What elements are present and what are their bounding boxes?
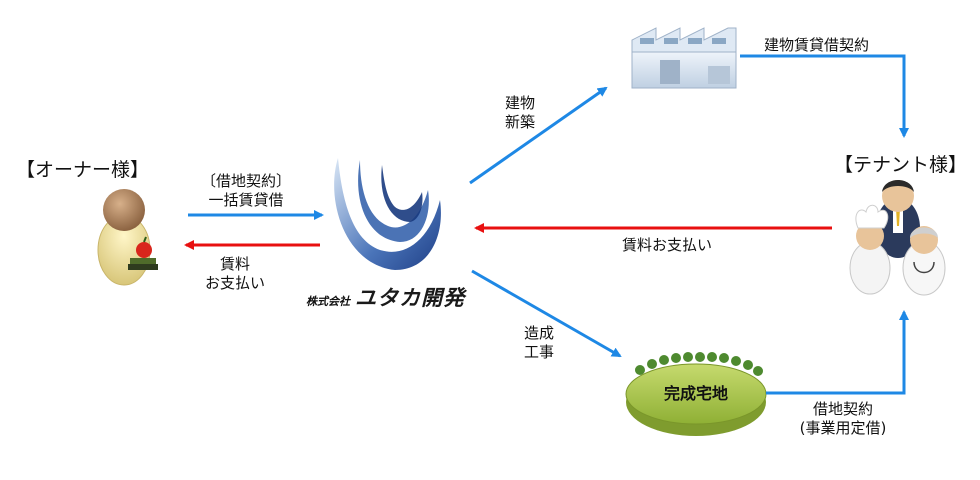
- build-label: 建物 新築: [505, 94, 535, 132]
- build-line2: 新築: [505, 113, 536, 131]
- company-title: ユタカ開発: [355, 286, 466, 310]
- tenant-rent-label: 賃料お支払い: [622, 236, 713, 254]
- lease-contract-label: 〔借地契約〕 一括賃貸借: [184, 172, 308, 210]
- construction-label: 造成 工事: [524, 324, 554, 362]
- lease-subtitle: 一括賃貸借: [208, 191, 284, 209]
- owner-rent-line2: お支払い: [204, 274, 265, 292]
- company-name: 株式会社 ユタカ開発: [306, 282, 465, 312]
- building-lease-label: 建物賃貸借契約: [764, 36, 870, 54]
- completed-land-icon: [625, 352, 767, 436]
- building-lease-arrow: [740, 54, 909, 138]
- owner-rent-label: 賃料 お支払い: [190, 255, 280, 293]
- lease-title: 〔借地契約〕: [200, 172, 291, 190]
- company-logo-icon: [334, 158, 441, 270]
- land-lease-label: 借地契約 (事業用定借): [778, 400, 908, 438]
- tenant-group-icon: [849, 180, 946, 296]
- land-label: 完成宅地: [663, 384, 728, 403]
- land-lease-line1: 借地契約: [812, 400, 873, 418]
- land-lease-line2: (事業用定借): [799, 419, 887, 437]
- owner-person-icon: [97, 189, 158, 286]
- build-line1: 建物: [505, 94, 536, 112]
- factory-icon: [631, 27, 737, 89]
- land-lease-arrow: [766, 310, 909, 395]
- construction-line2: 工事: [524, 343, 555, 361]
- owner-title: 【オーナー様】: [16, 159, 150, 181]
- owner-rent-line1: 賃料: [219, 255, 250, 273]
- construction-arrow: [471, 269, 622, 358]
- build-arrow: [469, 86, 608, 185]
- tenant-title: 【テナント様】: [834, 154, 968, 176]
- construction-line1: 造成: [524, 324, 555, 342]
- company-prefix: 株式会社: [306, 295, 350, 308]
